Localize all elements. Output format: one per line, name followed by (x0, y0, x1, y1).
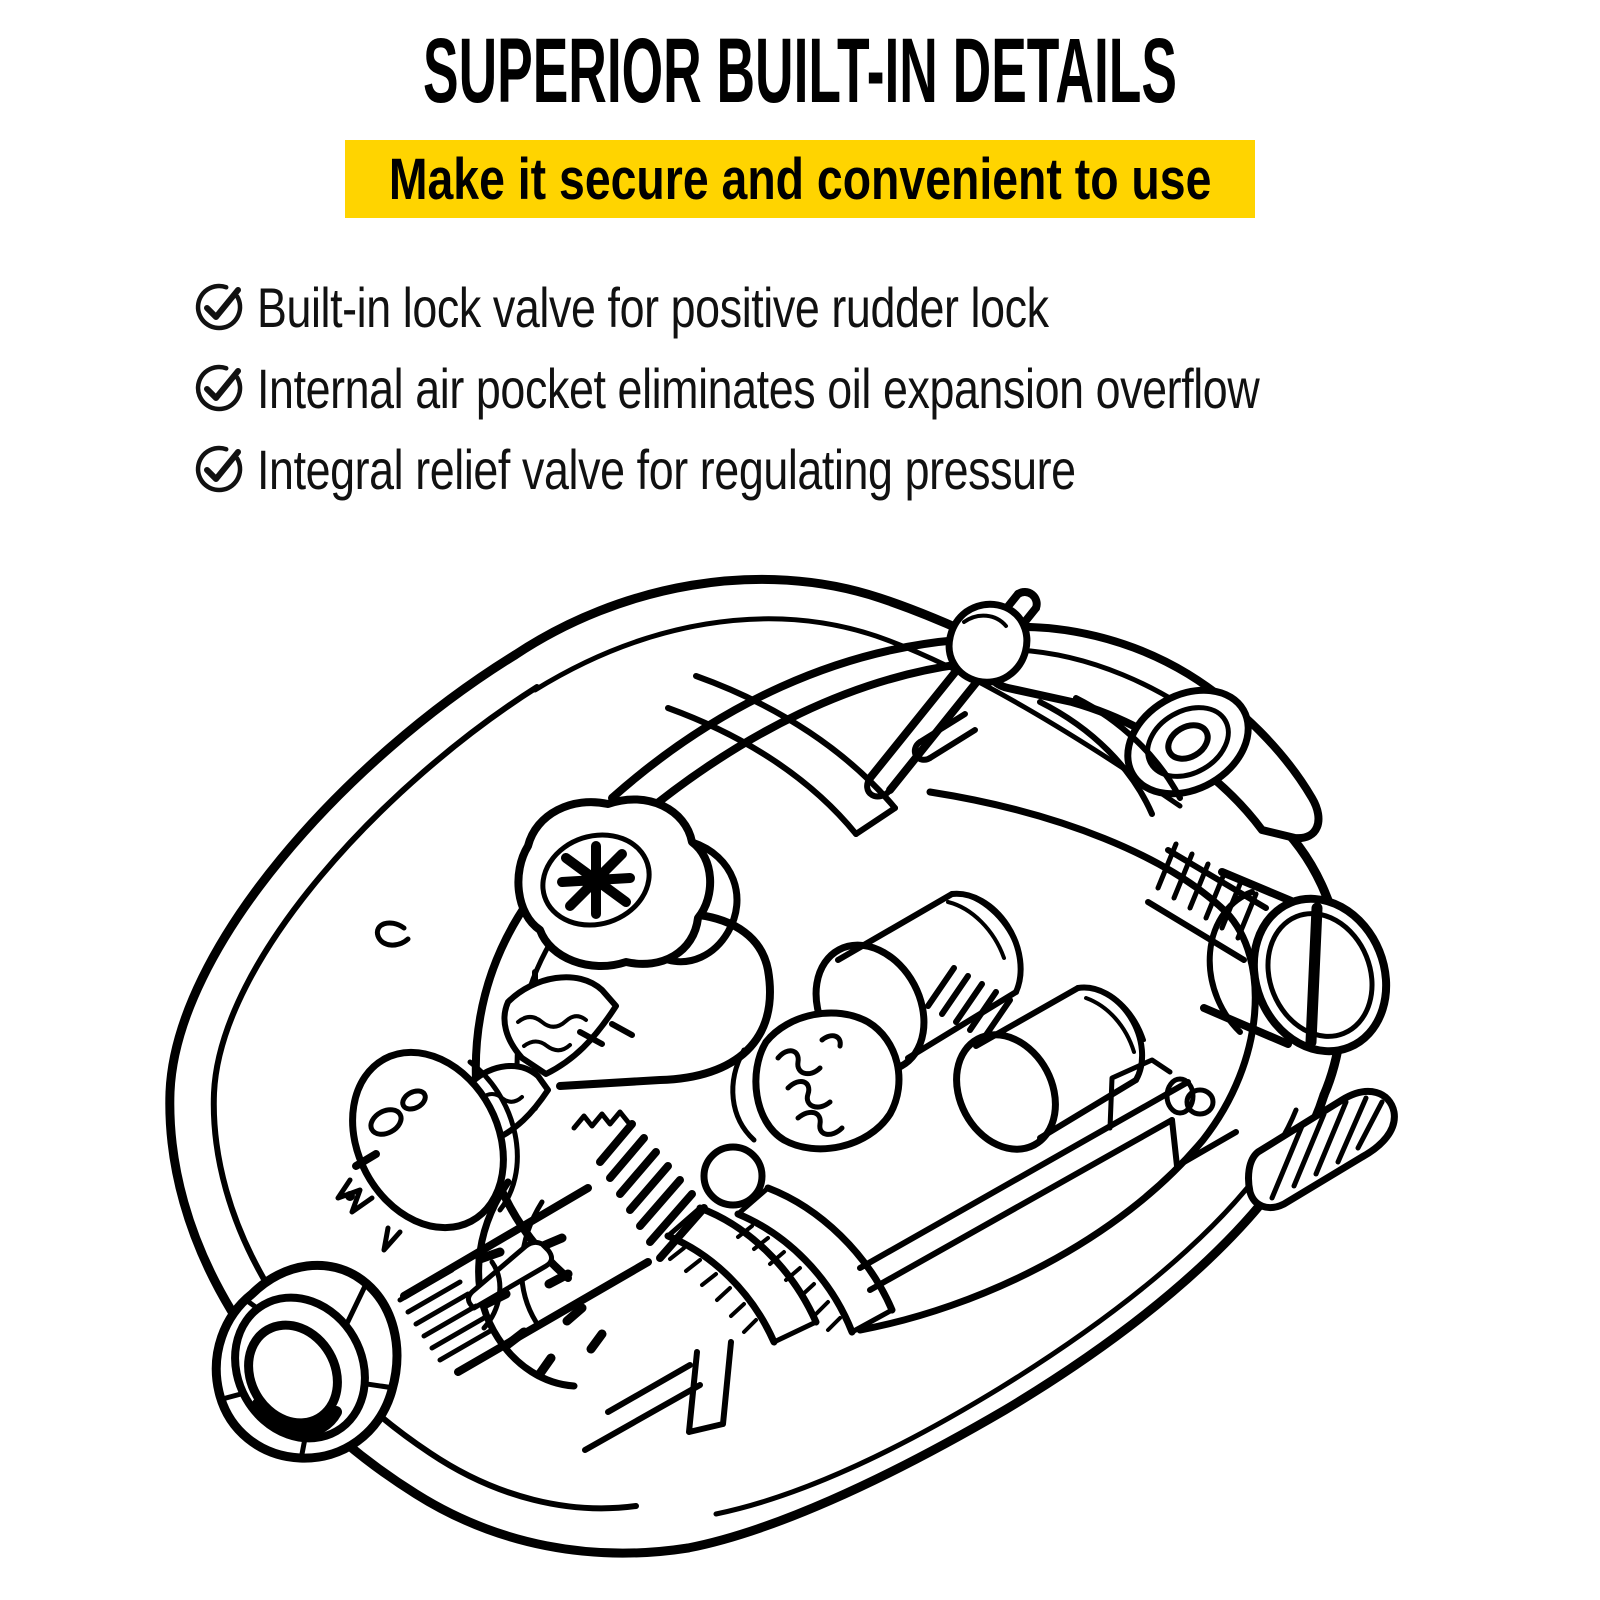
check-circle-icon (195, 364, 243, 412)
lever-rod (608, 588, 1041, 826)
star-icon (557, 841, 635, 919)
hatched-tab (1245, 1088, 1398, 1211)
lock-ball (700, 1143, 766, 1209)
feature-text: Integral relief valve for regulating pre… (257, 437, 1076, 501)
feature-text: Internal air pocket eliminates oil expan… (257, 356, 1260, 420)
subtitle-text: Make it secure and convenient to use (388, 146, 1212, 212)
shaft-keyway (466, 1239, 554, 1311)
screw-slot (1305, 902, 1323, 1048)
list-item: Integral relief valve for regulating pre… (193, 438, 1510, 501)
check-circle-icon (195, 283, 243, 331)
feature-list: Built-in lock valve for positive rudder … (193, 276, 1510, 501)
check-circle-icon (195, 445, 243, 493)
mount-flange (582, 1057, 1239, 1453)
page-title-text: SUPERIOR BUILT-IN DETAILS (423, 20, 1177, 122)
rod-clamp (945, 600, 1031, 686)
steering-shaft (211, 1184, 652, 1463)
subtitle-banner: Make it secure and convenient to use (345, 140, 1255, 218)
page-title: SUPERIOR BUILT-IN DETAILS (0, 20, 1600, 122)
relief-valve-assembly (982, 622, 1391, 1056)
list-item: Built-in lock valve for positive rudder … (193, 276, 1510, 339)
vent-plug-knob (514, 795, 741, 1047)
pump-internals (335, 788, 1259, 1390)
list-item: Internal air pocket eliminates oil expan… (193, 357, 1510, 420)
feature-text: Built-in lock valve for positive rudder … (257, 275, 1049, 339)
hex-nut (211, 1260, 402, 1463)
